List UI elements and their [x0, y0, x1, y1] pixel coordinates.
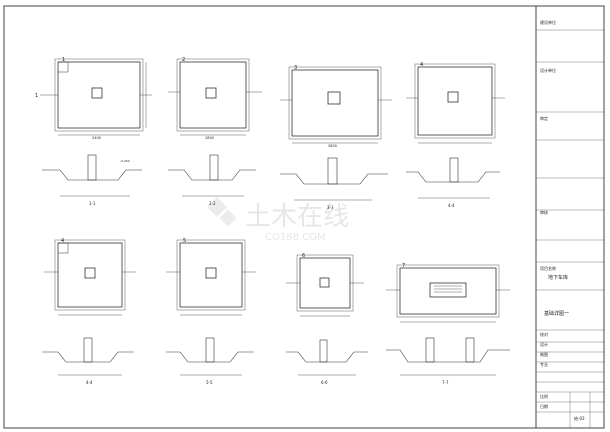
title-block-row-draw: 制图: [540, 352, 548, 357]
section-label-5: 5-5: [206, 380, 213, 385]
title-block-row-client: 建设单位: [540, 20, 556, 25]
panel-6-label: 6: [302, 253, 305, 259]
title-block-grid: [536, 29, 604, 428]
title-block-row-check: 审核: [540, 210, 548, 215]
panel-3-label: 3: [294, 65, 297, 71]
panel-4: [44, 239, 136, 316]
section-label-2: 2-2: [209, 201, 216, 206]
title-block-row-discipline: 专业: [540, 362, 548, 367]
panel-5: [166, 239, 256, 316]
panel-3: [280, 66, 392, 144]
title-block-row-designer: 设计单位: [540, 68, 556, 73]
panel-1-label: 1: [62, 57, 65, 63]
title-block-row-proof: 校对: [540, 332, 548, 337]
drawing-title: 地下车库: [548, 275, 569, 281]
panel-4-top-label: 4: [420, 62, 423, 68]
section-row-top: [42, 154, 500, 201]
sheet-border: [3, 5, 605, 429]
title-block-row-scale: 比例: [540, 394, 548, 399]
panel-6: [286, 254, 364, 317]
section-label-4: 4-4: [448, 203, 455, 208]
panel-3-dim: 3600: [328, 144, 337, 148]
panel-2-label: 2: [182, 57, 185, 63]
watermark-cn: 土木在线: [245, 202, 349, 232]
panel-1-side: 1: [35, 93, 38, 99]
sheet-number: 结-03: [574, 416, 585, 421]
panel-5-label: 5: [183, 238, 186, 244]
title-block: 建设单位 设计单位 审定 审核 项目名称 地下车库 基础详图一 校对 设计 制图…: [536, 14, 602, 429]
watermark: 土木在线 CO188.COM: [207, 197, 349, 243]
title-block-row-design: 设计: [540, 342, 548, 347]
title-block-row-date: 日期: [540, 404, 548, 409]
panel-4-top: [406, 63, 505, 144]
section-label-7: 7-7: [442, 380, 449, 385]
panel-1-dim: 2400: [92, 136, 101, 140]
panel-7-label: 7: [402, 263, 405, 269]
section-mark-top: -0.200: [120, 159, 130, 163]
panel-1: [40, 58, 152, 136]
section-label-6: 6-6: [321, 380, 328, 385]
panel-7: [386, 264, 510, 323]
project-label: 项目名称: [540, 266, 556, 271]
drawing-name: 基础详图一: [544, 311, 570, 317]
panel-2: [168, 58, 262, 136]
section-label-1: 1-1: [89, 201, 96, 206]
panel-4-label: 4: [61, 238, 64, 244]
section-row-bottom: [42, 337, 510, 376]
section-label-4b: 4-4: [86, 380, 93, 385]
watermark-en: CO188.COM: [265, 232, 326, 243]
section-label-3: 3-3: [327, 205, 334, 210]
panel-2-dim: 2800: [205, 136, 214, 140]
title-block-row-approve: 审定: [540, 116, 548, 121]
